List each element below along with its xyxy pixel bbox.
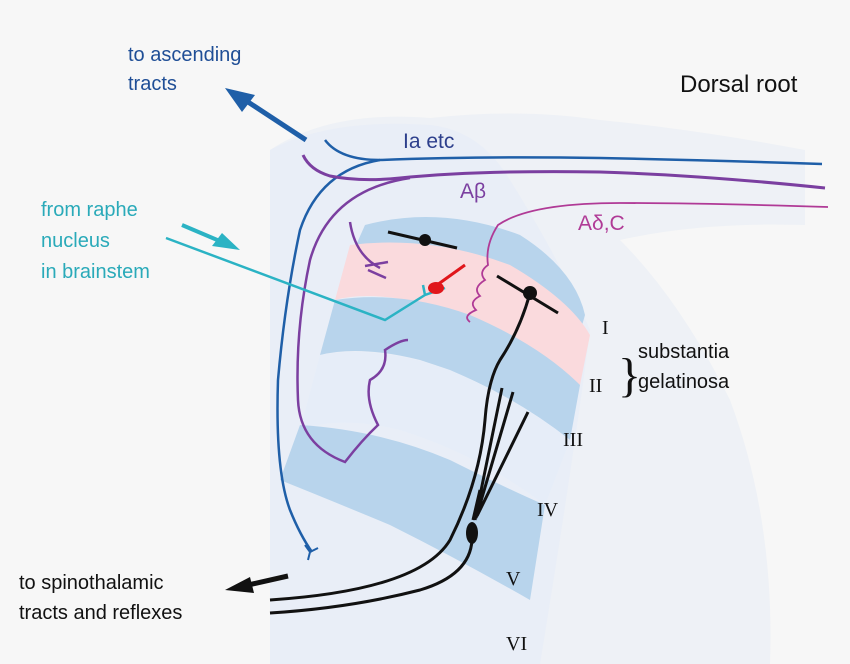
substantia-gelatinosa-label-line1: substantia — [638, 341, 730, 363]
a-delta-c-fiber — [466, 202, 829, 323]
a-beta-label: Aβ — [460, 180, 486, 203]
ia-fiber — [276, 156, 823, 553]
lamina-I-neuron-left-soma — [419, 234, 431, 246]
lamina-V-neuron-axon — [269, 539, 474, 615]
dorsal-root-label: Dorsal root — [680, 71, 798, 98]
lamina-II-label: II — [589, 375, 602, 397]
lamina-V-neuron-soma — [466, 522, 478, 544]
ascending-tracts-label-line1: to ascending — [128, 44, 241, 66]
lamina-V-label: V — [506, 568, 521, 590]
substantia-gelatinosa-label-line2: gelatinosa — [638, 371, 730, 393]
interneuron-soma — [428, 282, 444, 294]
substantia-brace-icon: } — [618, 349, 641, 402]
ascending-arrow-head-icon — [225, 88, 255, 112]
ia-etc-label: Ia etc — [403, 130, 454, 153]
lamina-V-band — [280, 425, 545, 600]
spinothalamic-label-line1: to spinothalamic — [19, 572, 164, 594]
lamina-VI-label: VI — [506, 633, 527, 655]
ascending-arrow-shaft — [243, 97, 308, 143]
lamina-III-label: III — [563, 429, 583, 451]
ia-ascending-branch — [324, 139, 381, 162]
a-beta-fiber — [301, 154, 826, 190]
ascending-tracts-label-line2: tracts — [128, 73, 177, 95]
spinothalamic-arrow-shaft — [247, 573, 289, 588]
raphe-arrow-head-icon — [212, 233, 240, 250]
a-delta-c-label: Aδ,C — [578, 212, 625, 235]
interneuron-axon — [436, 263, 466, 287]
raphe-label-line3: in brainstem — [41, 261, 150, 283]
lamina-V-neuron-dendrites — [471, 387, 530, 521]
raphe-label-line2: nucleus — [41, 230, 110, 252]
a-beta-collateral — [348, 221, 389, 280]
ia-terminal-fork-icon — [304, 544, 319, 561]
raphe-label-line1: from raphe — [41, 199, 138, 221]
lamina-III-band — [320, 297, 580, 440]
lamina-IV-label: IV — [537, 499, 559, 521]
spinothalamic-arrow-head-icon — [225, 577, 254, 593]
raphe-arrow-shaft — [181, 223, 223, 244]
projection-neuron-axon — [269, 292, 532, 602]
spinothalamic-label-line2: tracts and reflexes — [19, 602, 182, 624]
lamina-I-label: I — [602, 317, 609, 339]
a-beta-descending-branch — [296, 176, 411, 464]
